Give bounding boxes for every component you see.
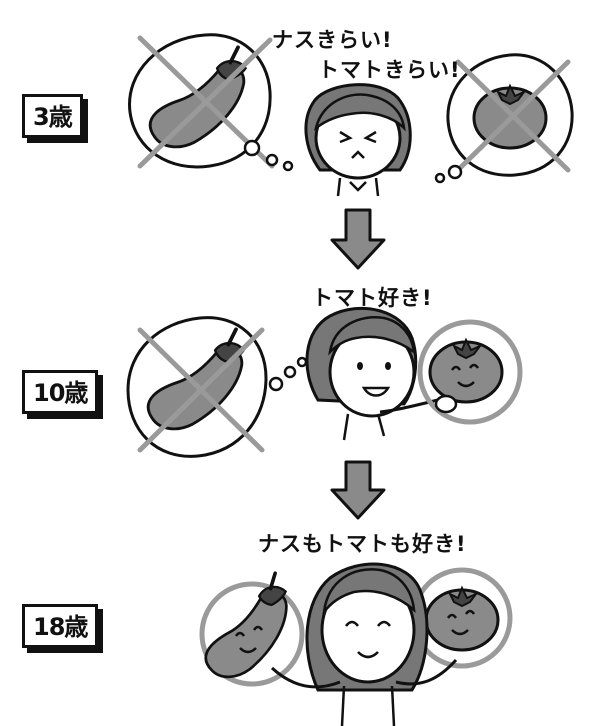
young-adult-age-18 xyxy=(270,562,458,726)
stage-2-illustration xyxy=(126,306,523,458)
speech-dislike-eggplant: ナスきらい! xyxy=(272,28,393,52)
child-age-10 xyxy=(305,306,439,441)
speech-dislike-tomato: トマトきらい! xyxy=(318,58,461,82)
tomato-liked xyxy=(417,319,523,425)
speech-like-both: ナスもトマトも好き! xyxy=(258,532,467,556)
age-label-3: 3歳 xyxy=(22,94,83,138)
thought-bubble-eggplant-crossed xyxy=(126,316,308,458)
child-age-3 xyxy=(304,83,412,197)
tomato-liked xyxy=(411,567,513,669)
eggplant-liked xyxy=(191,570,305,687)
arrow-down-icon xyxy=(330,460,386,520)
stage-3-illustration xyxy=(191,562,513,726)
arrow-down-icon xyxy=(330,208,386,270)
thought-bubble-eggplant-crossed xyxy=(128,33,294,172)
thought-bubble-tomato-crossed xyxy=(434,53,574,184)
speech-like-tomato: トマト好き! xyxy=(312,286,433,310)
age-label-18: 18歳 xyxy=(22,604,99,648)
age-label-10: 10歳 xyxy=(22,370,99,414)
stage-1-illustration xyxy=(128,33,574,197)
